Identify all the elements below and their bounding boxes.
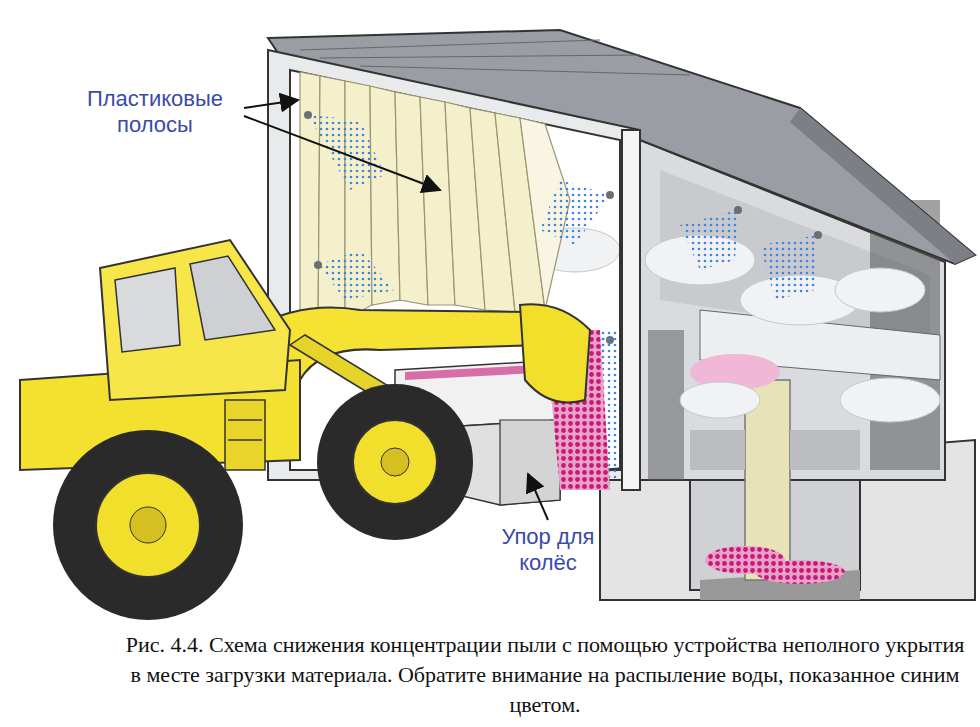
callout-label: Пластиковые полосы	[70, 86, 240, 138]
callout-label: Упор для колёс	[486, 524, 610, 576]
figure-caption: Рис. 4.4. Схема снижения концентрации пы…	[120, 630, 970, 720]
